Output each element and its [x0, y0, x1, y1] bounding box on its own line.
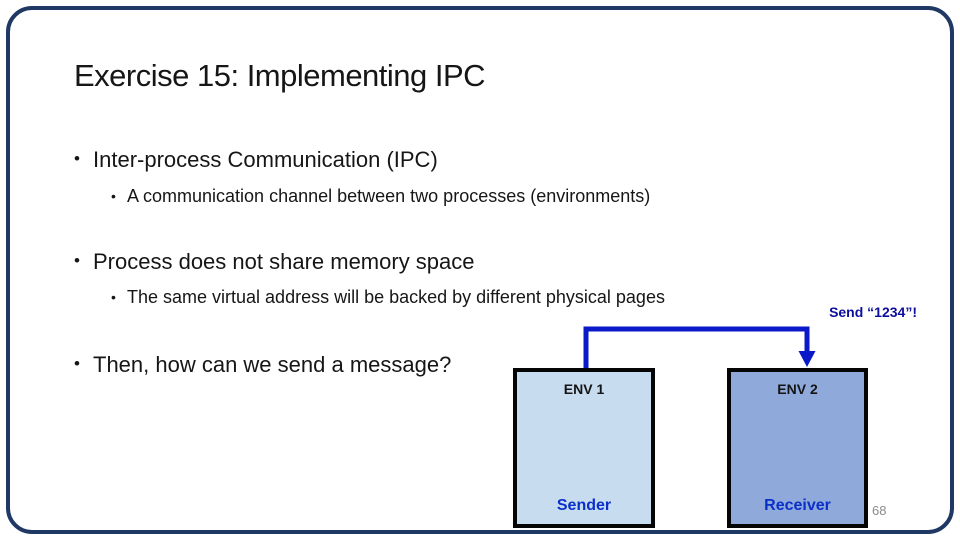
send-message-label: Send “1234”! [829, 304, 917, 320]
receiver-label: Receiver [764, 497, 831, 514]
env1-label: ENV 1 [563, 381, 605, 397]
slide-title: Exercise 15: Implementing IPC [74, 58, 486, 93]
bullet-marker: • [111, 188, 116, 204]
env2-box: ENV 2 Receiver [727, 368, 868, 528]
bullet-marker: • [74, 251, 80, 270]
bullet-marker: • [74, 149, 80, 168]
bullet-text: Then, how can we send a message? [93, 352, 452, 377]
bullet-item: • Then, how can we send a message? [74, 352, 451, 378]
bullet-item: • Inter-process Communication (IPC) [74, 147, 438, 173]
bullet-marker: • [111, 289, 116, 305]
bullet-item: • A communication channel between two pr… [111, 186, 650, 207]
page-number: 68 [872, 503, 887, 518]
bullet-text: Inter-process Communication (IPC) [93, 147, 438, 172]
bullet-marker: • [74, 354, 80, 373]
sender-label: Sender [556, 497, 612, 514]
bullet-text: A communication channel between two proc… [127, 186, 651, 206]
bullet-item: • Process does not share memory space [74, 249, 475, 275]
env1-box: ENV 1 Sender [513, 368, 655, 528]
bullet-text: Process does not share memory space [93, 249, 475, 274]
bullet-text: The same virtual address will be backed … [127, 287, 665, 307]
bullet-item: • The same virtual address will be backe… [111, 287, 665, 308]
env2-label: ENV 2 [777, 381, 818, 397]
